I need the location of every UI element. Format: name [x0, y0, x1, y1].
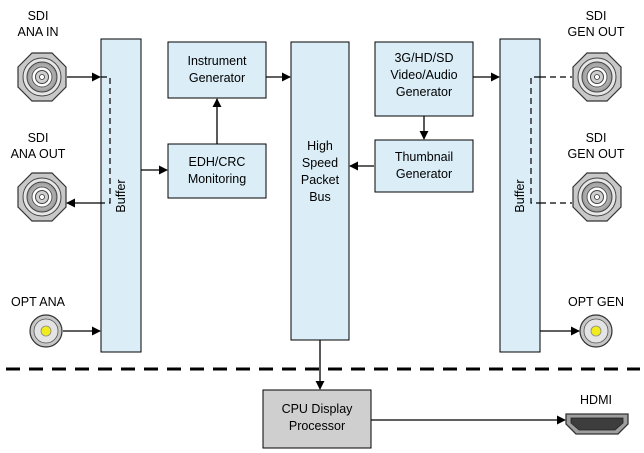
sdi-gen-out-mid-connector-icon: [572, 172, 622, 222]
dashed-loop-left: [101, 76, 111, 204]
thumbnail-generator-label-line2: Generator: [396, 167, 452, 181]
packet-bus-block: [290, 41, 350, 341]
sdi-gen-out-mid-label-line2: GEN OUT: [568, 147, 625, 161]
packet-bus-label-line4: Bus: [309, 190, 331, 204]
opt-ana-label: OPT ANA: [11, 295, 66, 309]
video-audio-generator-block: [374, 41, 474, 117]
cpu-label-line2: Processor: [289, 419, 345, 433]
sdi-ana-in-label-line2: ANA IN: [18, 25, 59, 39]
dashed-split-right: [530, 76, 540, 204]
instrument-generator-label-line2: Generator: [189, 71, 245, 85]
video-audio-generator-label-line2: Video/Audio: [390, 68, 457, 82]
cpu-display-processor-block: [262, 389, 372, 449]
opt-ana-connector-icon: [29, 314, 63, 348]
video-audio-generator-label-line3: Generator: [396, 85, 452, 99]
buffer-right-label: Buffer: [513, 179, 527, 212]
packet-bus-label-line3: Packet: [301, 173, 340, 187]
sdi-ana-in-label-line1: SDI: [28, 9, 49, 23]
instrument-generator-block: [167, 41, 267, 99]
sdi-gen-out-top-label-line2: GEN OUT: [568, 25, 625, 39]
edh-crc-block: [167, 143, 267, 199]
sdi-ana-out-label-line1: SDI: [28, 131, 49, 145]
edh-crc-label-line1: EDH/CRC: [189, 155, 246, 169]
buffer-left-block: [100, 38, 142, 353]
hdmi-port-icon: [565, 413, 629, 435]
thumbnail-generator-label-line1: Thumbnail: [395, 150, 453, 164]
opt-gen-label: OPT GEN: [568, 295, 624, 309]
sdi-ana-out-connector-icon: [17, 172, 67, 222]
sdi-gen-out-top-connector-icon: [572, 52, 622, 102]
edh-crc-label-line2: Monitoring: [188, 172, 246, 186]
opt-gen-connector-icon: [579, 314, 613, 348]
packet-bus-label-line1: High: [307, 139, 333, 153]
sdi-ana-out-label-line2: ANA OUT: [11, 147, 66, 161]
video-audio-generator-label-line1: 3G/HD/SD: [394, 51, 453, 65]
cpu-label-line1: CPU Display: [282, 402, 354, 416]
sdi-ana-in-connector-icon: [17, 52, 67, 102]
hdmi-label: HDMI: [580, 393, 612, 407]
sdi-gen-out-top-label-line1: SDI: [586, 9, 607, 23]
sdi-gen-out-mid-label-line1: SDI: [586, 131, 607, 145]
thumbnail-generator-block: [374, 139, 474, 193]
packet-bus-label-line2: Speed: [302, 156, 338, 170]
instrument-generator-label-line1: Instrument: [187, 54, 247, 68]
buffer-left-label: Buffer: [114, 179, 128, 212]
buffer-right-block: [499, 38, 541, 353]
